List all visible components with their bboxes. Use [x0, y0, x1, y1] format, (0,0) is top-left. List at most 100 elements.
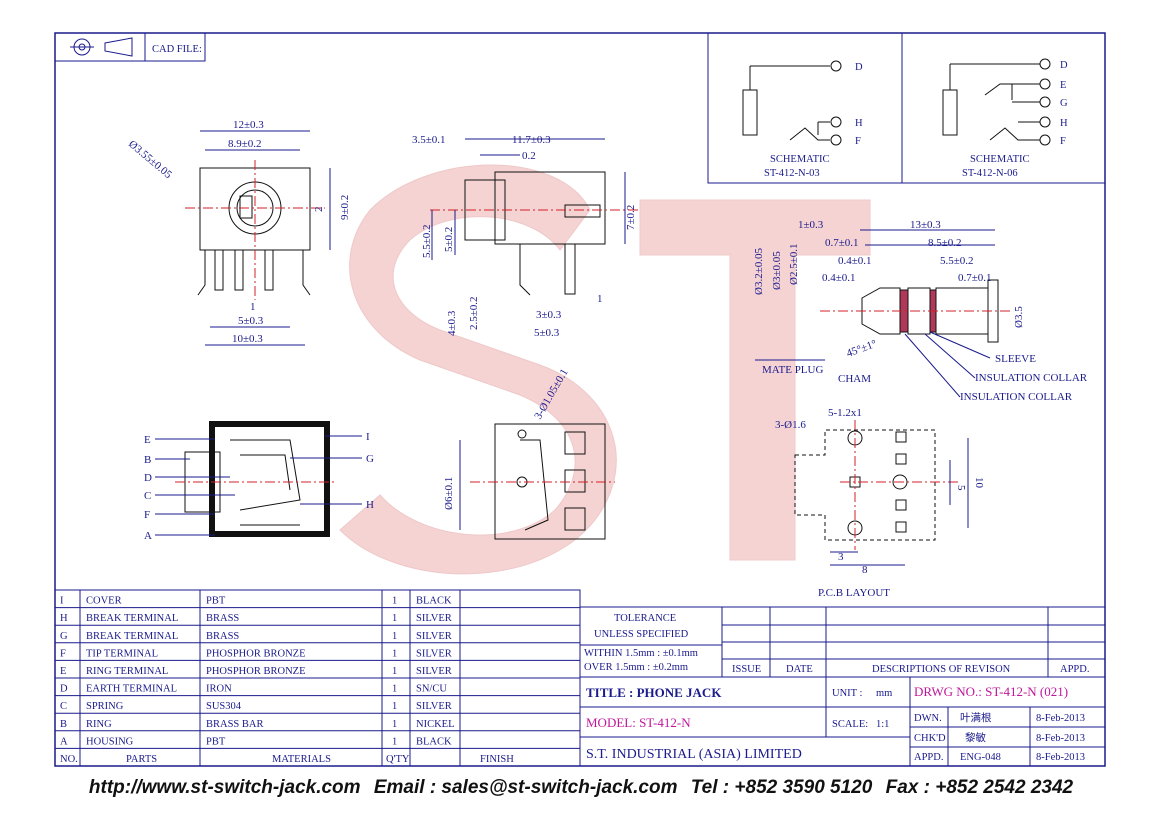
- svg-text:UNLESS SPECIFIED: UNLESS SPECIFIED: [594, 629, 689, 640]
- svg-text:DATE: DATE: [786, 664, 813, 675]
- svg-text:3.5±0.1: 3.5±0.1: [412, 134, 446, 146]
- svg-text:SCALE:: SCALE:: [832, 719, 868, 730]
- svg-text:TOLERANCE: TOLERANCE: [614, 613, 676, 624]
- bom-cell: RING TERMINAL: [86, 666, 168, 677]
- bom-cell: SILVER: [416, 613, 452, 624]
- svg-text:1±0.3: 1±0.3: [798, 219, 824, 231]
- bom-cell: TIP TERMINAL: [86, 648, 158, 659]
- cad-header: CAD FILE:: [54, 32, 206, 62]
- svg-text:2: 2: [313, 207, 325, 213]
- svg-text:11.7±0.3: 11.7±0.3: [512, 134, 551, 146]
- bom-cell: H: [60, 613, 68, 624]
- bom-cell: E: [60, 666, 66, 677]
- bom-cell: RING: [86, 719, 112, 730]
- bom-cell: BRASS: [206, 631, 239, 642]
- watermark: [339, 164, 871, 575]
- bom-cell: 1: [392, 684, 397, 695]
- bom-cell: BLACK: [416, 736, 452, 747]
- drwg-number: DRWG NO.: ST-412-N (021): [914, 684, 1068, 699]
- svg-text:3: 3: [838, 551, 844, 563]
- svg-text:5-1.2x1: 5-1.2x1: [828, 407, 862, 419]
- svg-text:8.9±0.2: 8.9±0.2: [228, 138, 262, 150]
- bom-cell: NICKEL: [416, 719, 455, 730]
- svg-text:5.5±0.2: 5.5±0.2: [421, 224, 433, 258]
- bom-cell: SPRING: [86, 701, 124, 712]
- bom-cell: 1: [392, 701, 397, 712]
- svg-text:ST-412-N-03: ST-412-N-03: [764, 168, 820, 179]
- svg-text:45°±1°: 45°±1°: [845, 338, 879, 360]
- svg-text:A: A: [144, 530, 152, 542]
- bom-header: MATERIALS: [272, 754, 331, 765]
- svg-text:H: H: [1060, 118, 1068, 129]
- bom-cell: COVER: [86, 596, 122, 607]
- pcb-caption: P.C.B LAYOUT: [818, 587, 890, 599]
- svg-text:D: D: [1060, 60, 1068, 71]
- bom-cell: SUS304: [206, 701, 242, 712]
- svg-text:Ø2.5±0.1: Ø2.5±0.1: [788, 244, 800, 285]
- bom-cell: BLACK: [416, 596, 452, 607]
- svg-text:CHK'D: CHK'D: [914, 733, 946, 744]
- bom-cell: 1: [392, 631, 397, 642]
- bom-cell: D: [60, 684, 68, 695]
- svg-text:D: D: [144, 472, 152, 484]
- svg-text:1: 1: [597, 293, 603, 305]
- svg-text:INSULATION COLLAR: INSULATION COLLAR: [975, 372, 1088, 384]
- bom-cell: G: [60, 631, 68, 642]
- svg-text:mm: mm: [876, 688, 892, 699]
- bom-cell: BRASS BAR: [206, 719, 263, 730]
- svg-text:0.7±0.1: 0.7±0.1: [958, 272, 992, 284]
- svg-text:0.4±0.1: 0.4±0.1: [822, 272, 856, 284]
- svg-text:SLEEVE: SLEEVE: [995, 353, 1036, 365]
- svg-text:E: E: [144, 434, 151, 446]
- svg-text:叶满根: 叶满根: [960, 711, 992, 724]
- svg-text:G: G: [366, 453, 374, 465]
- model-text: MODEL: ST-412-N: [586, 715, 691, 730]
- tel-text: Tel : +852 3590 5120: [690, 777, 873, 798]
- bom-cell: B: [60, 719, 67, 730]
- svg-text:ISSUE: ISSUE: [732, 664, 761, 675]
- svg-text:1:1: 1:1: [876, 719, 889, 730]
- svg-text:APPD.: APPD.: [1060, 664, 1089, 675]
- svg-text:Ø3.2±0.05: Ø3.2±0.05: [753, 248, 765, 295]
- svg-text:WITHIN 1.5mm : ±0.1mm: WITHIN 1.5mm : ±0.1mm: [584, 648, 698, 659]
- bom-cell: C: [60, 701, 67, 712]
- website-link[interactable]: http://www.st-switch-jack.com: [88, 777, 361, 798]
- bom-cell: 1: [392, 648, 397, 659]
- svg-text:2.5±0.2: 2.5±0.2: [468, 296, 480, 330]
- svg-text:8-Feb-2013: 8-Feb-2013: [1036, 733, 1085, 744]
- svg-text:1: 1: [250, 301, 256, 313]
- svg-text:3±0.3: 3±0.3: [536, 309, 562, 321]
- contact-footer: http://www.st-switch-jack.com Email : sa…: [0, 777, 1162, 799]
- svg-text:Ø3±0.05: Ø3±0.05: [771, 251, 783, 290]
- svg-text:Ø3.5: Ø3.5: [1013, 306, 1025, 328]
- bom-cell: F: [60, 648, 66, 659]
- bom-cell: HOUSING: [86, 736, 134, 747]
- svg-text:G: G: [1060, 98, 1068, 109]
- svg-text:INSULATION COLLAR: INSULATION COLLAR: [960, 391, 1073, 403]
- projection-cone-icon: [104, 37, 133, 57]
- bom-cell: SILVER: [416, 631, 452, 642]
- email-link[interactable]: Email : sales@st-switch-jack.com: [373, 777, 678, 798]
- bom-cell: 1: [392, 719, 397, 730]
- svg-text:10: 10: [973, 477, 985, 489]
- svg-text:0.4±0.1: 0.4±0.1: [838, 255, 872, 267]
- svg-text:10±0.3: 10±0.3: [232, 333, 263, 345]
- bom-cell: PHOSPHOR BRONZE: [206, 666, 305, 677]
- svg-text:DWN.: DWN.: [914, 713, 942, 724]
- cad-file-label: CAD FILE:: [152, 44, 202, 55]
- svg-text:7±0.2: 7±0.2: [625, 205, 637, 230]
- svg-text:13±0.3: 13±0.3: [910, 219, 941, 231]
- front-view: 12±0.3 8.9±0.2 Ø3.55±0.05 2 9±0.2 1 5±0.…: [126, 119, 351, 346]
- svg-text:ENG-048: ENG-048: [960, 752, 1001, 763]
- bom-cell: BRASS: [206, 613, 239, 624]
- title-text: TITLE : PHONE JACK: [586, 685, 722, 700]
- svg-text:3-Ø1.6: 3-Ø1.6: [775, 419, 806, 431]
- svg-text:5±0.2: 5±0.2: [443, 227, 455, 252]
- bom-cell: SILVER: [416, 701, 452, 712]
- svg-text:OVER 1.5mm : ±0.2mm: OVER 1.5mm : ±0.2mm: [584, 662, 688, 673]
- svg-text:4±0.3: 4±0.3: [446, 310, 458, 336]
- svg-text:0.7±0.1: 0.7±0.1: [825, 237, 859, 249]
- svg-text:SCHEMATIC: SCHEMATIC: [970, 154, 1030, 165]
